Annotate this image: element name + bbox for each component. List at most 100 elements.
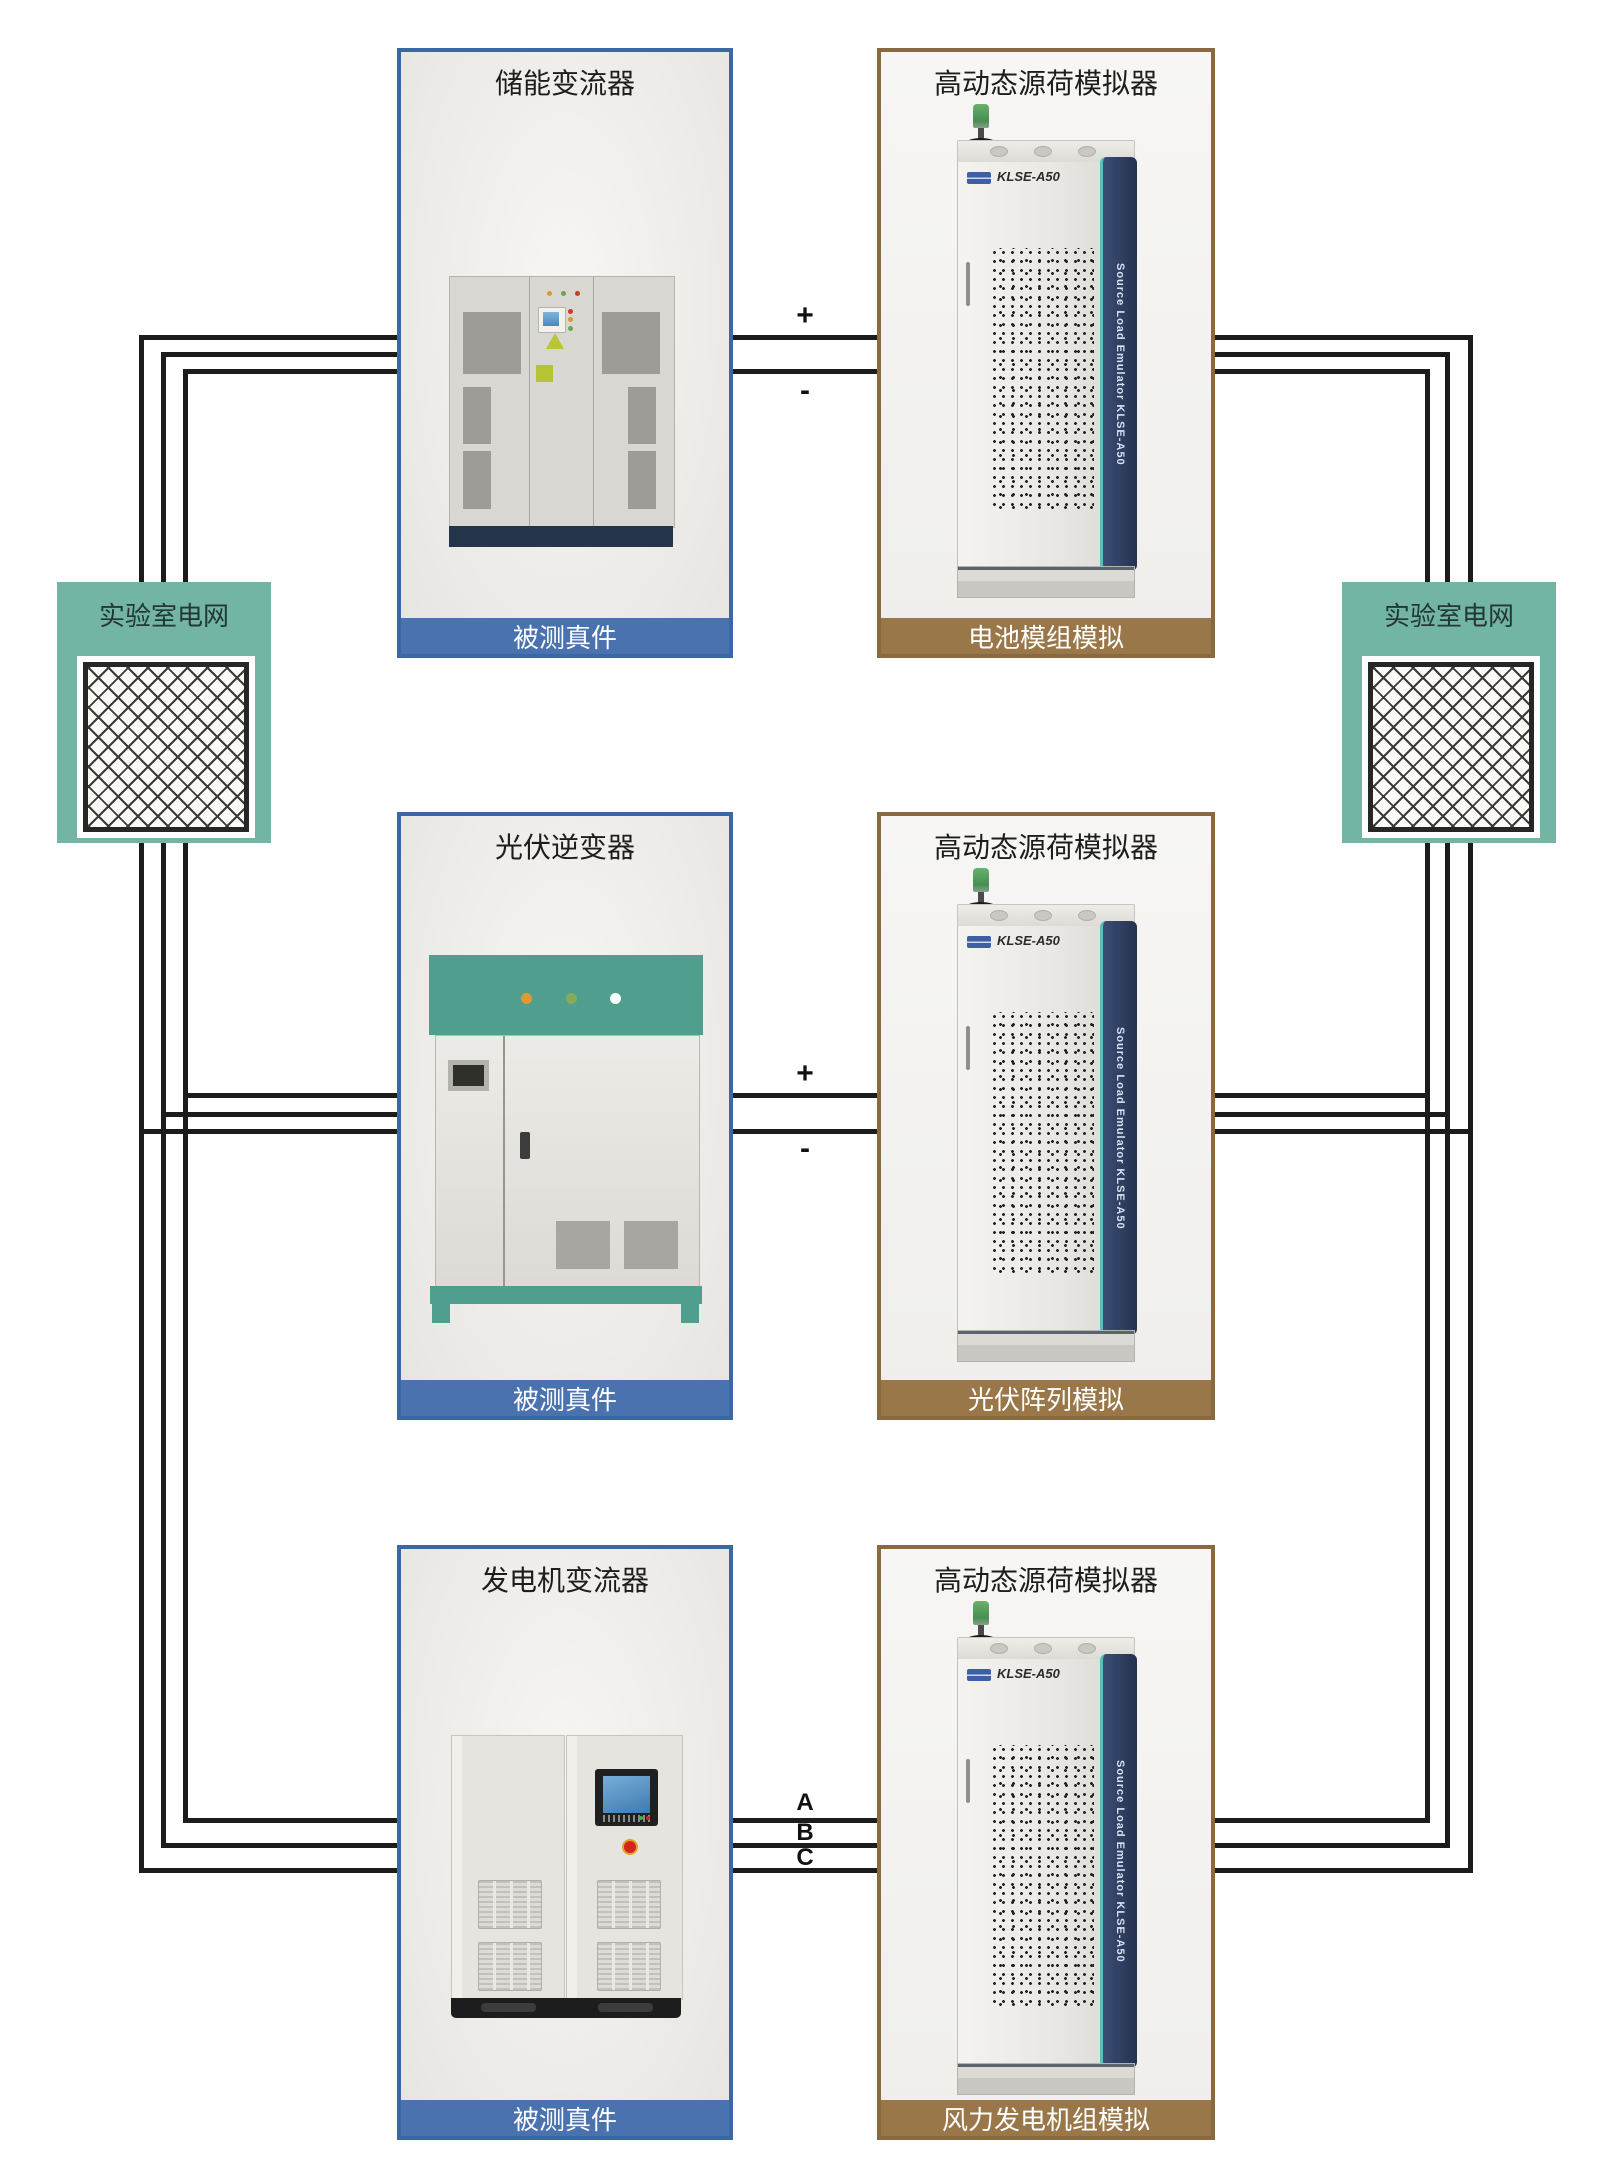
grid-mesh-frame <box>1362 656 1540 838</box>
dut-footer: 被测真件 <box>401 618 729 654</box>
wire-label-phase-a: A <box>796 1789 814 1816</box>
wire-row1-left-c <box>183 369 399 374</box>
vent-grille <box>478 1942 542 1991</box>
sim-title: 高动态源荷模拟器 <box>933 68 1158 99</box>
cabinet-plinth <box>430 1286 702 1304</box>
cabinet-body <box>435 1035 700 1288</box>
wire-right-bus-3 <box>1468 335 1473 1873</box>
wire-row1-left-b <box>161 352 399 357</box>
lab-grid-right-label: 实验室电网 <box>1383 601 1514 631</box>
status-led-green <box>561 291 566 296</box>
brand-logo <box>967 936 991 948</box>
simulator-cabinet: KLSE-A50 Source Load Emulator KLSE-A50 <box>957 1599 1137 2099</box>
wire-row3-right-a <box>1213 1818 1430 1823</box>
vent-grille <box>597 1880 661 1929</box>
sim-box-battery-module: 高动态源荷模拟器 KLSE-A50 Source Load Emulator K… <box>877 48 1215 658</box>
model-label: KLSE-A50 <box>997 933 1060 948</box>
wire-row1-right-a <box>1213 335 1473 340</box>
model-label: KLSE-A50 <box>997 1666 1060 1681</box>
wire-row2-right-a <box>1213 1093 1430 1098</box>
wire-row2-dc-minus <box>731 1129 879 1134</box>
wire-right-bus-2 <box>1445 352 1450 1848</box>
storage-converter-cabinet <box>449 276 675 548</box>
dut-title: 储能变流器 <box>494 68 635 99</box>
wire-left-bus-2 <box>161 352 166 1848</box>
simulator-cabinet: KLSE-A50 Source Load Emulator KLSE-A50 <box>957 102 1137 602</box>
side-banner-text: Source Load Emulator KLSE-A50 <box>1114 1026 1126 1230</box>
wire-label-plus-row2: + <box>796 1057 814 1090</box>
wire-label-phase-c: C <box>796 1844 814 1871</box>
sim-title: 高动态源荷模拟器 <box>933 1565 1158 1596</box>
sim-footer: 光伏阵列模拟 <box>881 1380 1211 1416</box>
wire-row2-left-c <box>139 1129 399 1134</box>
cabinet-base <box>957 566 1135 598</box>
cabinet-foot <box>681 1304 699 1323</box>
wire-row2-right-c <box>1213 1129 1473 1134</box>
brand-logo <box>967 1669 991 1681</box>
beacon-light <box>973 104 989 128</box>
dut-footer: 被测真件 <box>401 2100 729 2136</box>
dut-footer: 被测真件 <box>401 1380 729 1416</box>
wire-row3-phase-b <box>731 1843 879 1848</box>
pv-inverter-cabinet <box>429 955 709 1341</box>
wire-row1-dc-minus <box>731 369 879 374</box>
wire-row3-phase-c <box>731 1868 879 1873</box>
lab-grid-left-label: 实验室电网 <box>98 601 229 631</box>
wire-row3-left-c <box>139 1868 399 1873</box>
cabinet-top <box>957 904 1135 928</box>
status-led-orange <box>521 993 532 1004</box>
vent-grille <box>597 1942 661 1991</box>
cabinet-plinth <box>449 526 673 547</box>
generator-converter-cabinet <box>451 1735 683 2018</box>
sim-footer: 风力发电机组模拟 <box>881 2100 1211 2136</box>
model-label: KLSE-A50 <box>997 169 1060 184</box>
wire-row3-right-c <box>1213 1868 1473 1873</box>
status-led-white <box>610 993 621 1004</box>
wire-row1-dc-plus <box>731 335 879 340</box>
cabinet-foot <box>432 1304 450 1323</box>
hmi-screen <box>538 307 566 333</box>
side-banner-text: Source Load Emulator KLSE-A50 <box>1114 262 1126 466</box>
dut-title: 发电机变流器 <box>480 1565 649 1596</box>
wire-label-minus-row1: - <box>800 374 810 407</box>
door-handle <box>966 262 970 306</box>
dut-box-pv-inverter: 光伏逆变器 被测真件 <box>397 812 733 1420</box>
beacon-stem <box>978 892 984 904</box>
beacon-stem <box>978 1625 984 1637</box>
wire-label-minus-row2: - <box>800 1132 810 1165</box>
grid-mesh-frame <box>77 656 255 838</box>
label-plate <box>536 365 553 382</box>
dut-title: 光伏逆变器 <box>494 832 635 863</box>
cabinet-header <box>429 955 703 1035</box>
wire-row3-right-b <box>1213 1843 1450 1848</box>
sim-title: 高动态源荷模拟器 <box>933 832 1158 863</box>
lab-grid-left: 实验室电网 <box>57 582 271 843</box>
vent-grille <box>624 1221 678 1269</box>
wire-row2-right-b <box>1213 1112 1450 1117</box>
beacon-light <box>973 1601 989 1625</box>
hmi-screen <box>595 1769 658 1826</box>
brand-logo <box>967 172 991 184</box>
beacon-light <box>973 868 989 892</box>
wire-row1-right-b <box>1213 352 1450 357</box>
dut-box-generator-converter: 发电机变流器 被测真件 <box>397 1545 733 2140</box>
wire-row3-left-b <box>161 1843 399 1848</box>
door-handle <box>966 1026 970 1070</box>
warning-triangle-icon <box>546 333 564 349</box>
sim-box-pv-array: 高动态源荷模拟器 KLSE-A50 Source Load Emulator K… <box>877 812 1215 1420</box>
cabinet-plinth <box>451 1998 681 2018</box>
side-banner: Source Load Emulator KLSE-A50 <box>1100 921 1137 1335</box>
grid-mesh-icon <box>83 662 249 832</box>
door-handle <box>966 1759 970 1803</box>
cabinet-base <box>957 2063 1135 2095</box>
dut-box-storage-converter: 储能变流器 被测真件 <box>397 48 733 658</box>
status-led-red <box>575 291 580 296</box>
wire-row2-left-a <box>183 1093 399 1098</box>
side-banner: Source Load Emulator KLSE-A50 <box>1100 1654 1137 2068</box>
door-handle <box>520 1132 530 1159</box>
hmi-screen <box>448 1060 489 1091</box>
wire-row2-left-b <box>161 1112 399 1117</box>
vent-perforations <box>990 1745 1094 2007</box>
vent-perforations <box>990 248 1094 510</box>
vent-perforations <box>990 1012 1094 1274</box>
